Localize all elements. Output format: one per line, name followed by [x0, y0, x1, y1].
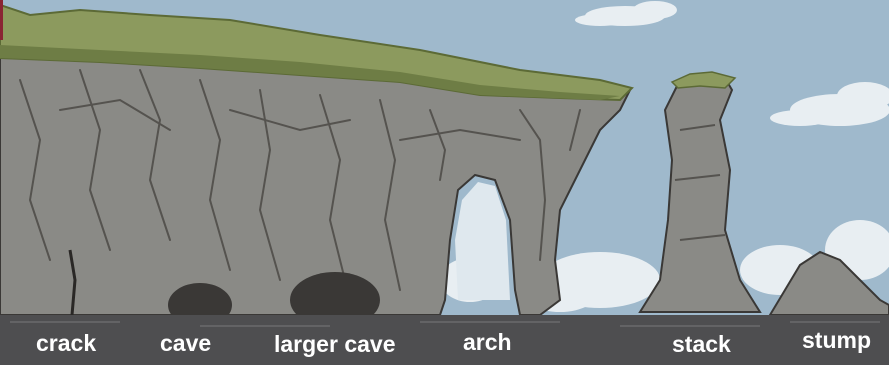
label-arch: arch — [463, 329, 512, 355]
label-crack: crack — [36, 330, 96, 356]
left-edge-accent — [0, 0, 3, 40]
label-stump: stump — [802, 327, 871, 353]
label-stack: stack — [672, 331, 731, 357]
label-larger-cave: larger cave — [274, 331, 395, 357]
label-cave: cave — [160, 330, 211, 356]
